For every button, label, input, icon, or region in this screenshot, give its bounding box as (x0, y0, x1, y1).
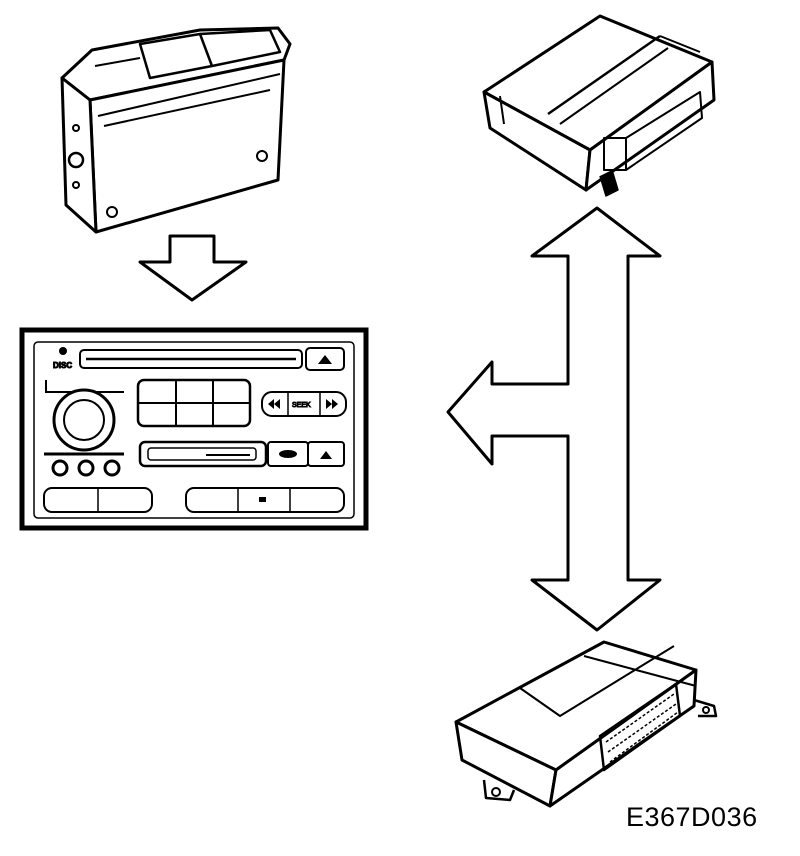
amplifier-module-top (482, 14, 716, 197)
control-module-bottom (454, 640, 718, 808)
cd-changer-unit (60, 26, 292, 234)
figure-identifier: E367D036 (626, 802, 758, 832)
double-arrow-icon (446, 206, 662, 632)
disc-badge: DISC (53, 361, 72, 370)
seek-label: SEEK (292, 402, 311, 409)
arrow-down-icon (138, 234, 248, 302)
radio-head-unit: DISC SEEK (19, 327, 369, 531)
